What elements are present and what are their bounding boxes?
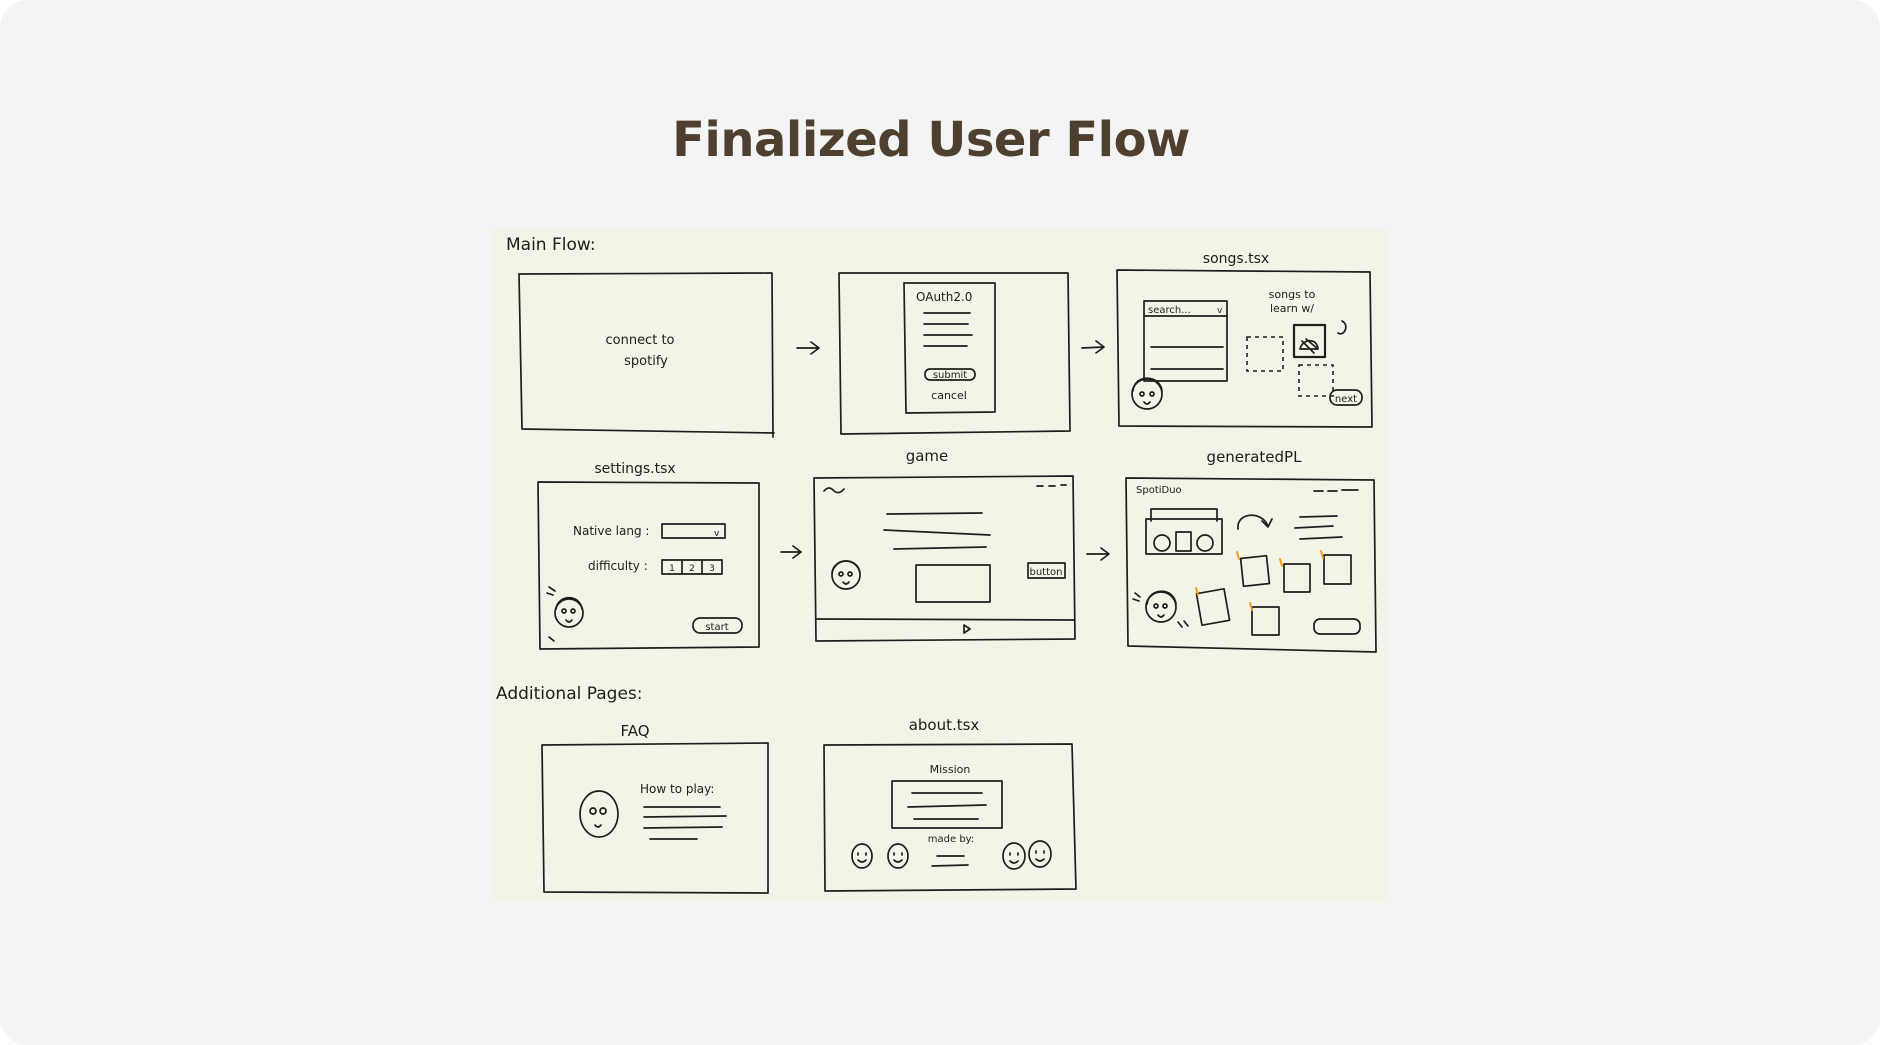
section-label-main-flow: Main Flow: bbox=[506, 235, 596, 255]
about-mission-heading: Mission bbox=[930, 763, 971, 776]
face-icon bbox=[579, 790, 619, 838]
oauth-heading: OAuth2.0 bbox=[916, 290, 972, 304]
connect-text-line2: spotify bbox=[624, 354, 668, 369]
settings-lang-dropdown-icon: v bbox=[714, 529, 720, 539]
page-title: Finalized User Flow bbox=[672, 112, 1190, 168]
arrow-right-icon bbox=[1086, 547, 1110, 561]
sketch-sheet: Main Flow: connect to spotify OAuth2.0 s… bbox=[492, 229, 1387, 901]
team-member-avatar-icon bbox=[851, 843, 873, 869]
arrow-right-icon bbox=[1081, 340, 1105, 354]
user-flow-sketch: Main Flow: connect to spotify OAuth2.0 s… bbox=[496, 235, 1377, 894]
game-button: button bbox=[1030, 567, 1063, 578]
boombox-icon bbox=[1145, 508, 1223, 555]
generated-brand: SpotiDuo bbox=[1136, 485, 1182, 496]
screen-game: game button bbox=[813, 447, 1076, 642]
mascot-icon bbox=[1132, 590, 1189, 628]
section-label-additional-pages: Additional Pages: bbox=[496, 684, 642, 704]
settings-native-lang-label: Native lang : bbox=[573, 524, 649, 538]
arrow-right-icon bbox=[780, 545, 802, 559]
mascot-icon bbox=[1131, 377, 1163, 410]
settings-level-1: 1 bbox=[669, 564, 675, 574]
game-label: game bbox=[906, 447, 949, 465]
mascot-icon bbox=[546, 586, 584, 642]
mascot-icon bbox=[831, 560, 861, 590]
screen-oauth: OAuth2.0 submit cancel bbox=[838, 272, 1071, 435]
settings-label: settings.tsx bbox=[594, 461, 675, 477]
songs-caption-line1: songs to bbox=[1269, 288, 1316, 301]
generated-label: generatedPL bbox=[1207, 448, 1303, 466]
screen-about: about.tsx Mission made by: bbox=[823, 716, 1077, 892]
songs-label: songs.tsx bbox=[1203, 251, 1269, 267]
songs-search-input: search... bbox=[1148, 305, 1191, 316]
team-member-avatar-icon bbox=[1028, 840, 1052, 868]
settings-level-2: 2 bbox=[689, 564, 695, 574]
screen-songs: songs.tsx search... v songs to learn w/ … bbox=[1116, 251, 1373, 428]
screen-settings: settings.tsx Native lang : v difficulty … bbox=[537, 461, 760, 650]
faq-label: FAQ bbox=[620, 722, 649, 740]
songs-caption-line2: learn w/ bbox=[1270, 302, 1314, 315]
oauth-submit-button: submit bbox=[933, 370, 967, 381]
about-made-by: made by: bbox=[928, 834, 974, 845]
songs-dropdown-icon: v bbox=[1217, 306, 1223, 316]
arrow-right-icon bbox=[796, 341, 820, 355]
screen-connect: connect to spotify bbox=[518, 272, 775, 438]
faq-how-to-play: How to play: bbox=[640, 782, 714, 796]
play-icon bbox=[963, 624, 971, 634]
screen-generated-playlist: generatedPL SpotiDuo bbox=[1125, 448, 1377, 653]
screen-faq: FAQ How to play: bbox=[541, 722, 769, 894]
songs-next-button: next bbox=[1335, 394, 1357, 405]
settings-level-3: 3 bbox=[709, 564, 715, 574]
about-label: about.tsx bbox=[909, 716, 980, 734]
team-member-avatar-icon bbox=[887, 843, 909, 869]
oauth-cancel-link: cancel bbox=[931, 389, 967, 402]
settings-difficulty-label: difficulty : bbox=[588, 559, 648, 573]
connect-text-line1: connect to bbox=[605, 333, 674, 348]
settings-start-button: start bbox=[705, 622, 728, 633]
team-member-avatar-icon bbox=[1002, 842, 1026, 870]
